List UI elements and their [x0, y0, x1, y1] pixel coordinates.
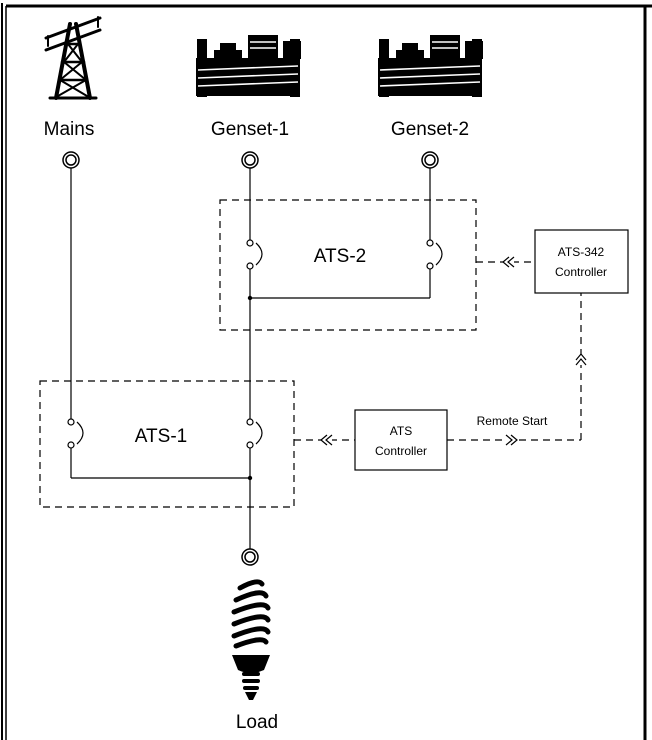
ats1-enclosure [39, 380, 295, 508]
ats2-contact-genset2 [426, 239, 443, 270]
junction-dot [247, 295, 253, 301]
genset1-terminal [241, 151, 259, 169]
mains-terminal [62, 151, 80, 169]
light-bulb-icon [231, 579, 271, 700]
load-label: Load [236, 712, 278, 733]
genset1-label: Genset-1 [211, 119, 289, 140]
ats1-contact-ats2 [246, 418, 263, 449]
genset2-label: Genset-2 [391, 119, 469, 140]
generator-icon [196, 35, 301, 97]
ats342-controller-line2: Controller [555, 265, 607, 279]
transmission-tower-icon [44, 16, 102, 100]
junction-dot [247, 475, 253, 481]
ats1-label: ATS-1 [135, 426, 187, 447]
ats-controller-line1: ATS [390, 424, 412, 438]
load-terminal [241, 548, 259, 566]
genset2-terminal [421, 151, 439, 169]
ats-controller-line2: Controller [375, 444, 427, 458]
mains-label: Mains [44, 119, 95, 140]
power-wiring [70, 168, 431, 549]
generator-icon [378, 35, 483, 97]
ats2-contact-genset1 [246, 239, 263, 270]
ats342-controller-box [534, 229, 629, 294]
ats1-contact-mains [67, 418, 84, 449]
remote-start-label: Remote Start [477, 414, 548, 428]
ats342-controller-line1: ATS-342 [558, 245, 605, 259]
ats-controller-box [354, 409, 448, 471]
page-frame [1, 3, 652, 740]
ats2-label: ATS-2 [314, 246, 366, 267]
signal-arrowheads [320, 256, 587, 446]
